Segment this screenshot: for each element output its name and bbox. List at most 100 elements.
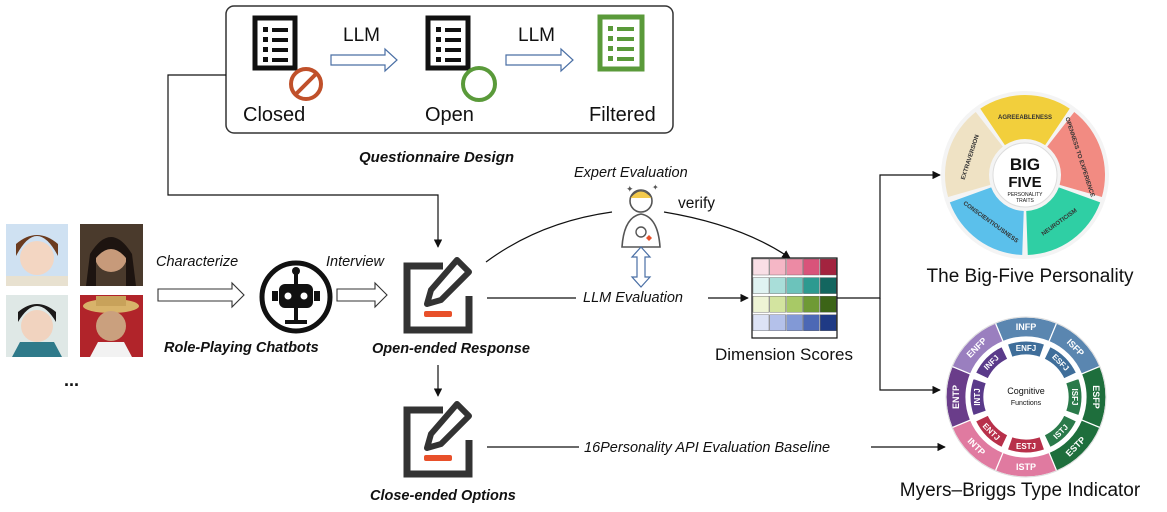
dimension-score-matrix [751, 257, 838, 339]
llm-arrow-2 [505, 47, 574, 73]
bigfive-center-title-2: FIVE [1008, 174, 1041, 191]
mbti-outer-type: ENTP [951, 385, 961, 409]
matrix-cell [820, 258, 837, 276]
characterize-arrow [157, 281, 245, 309]
llm-arrow-1-label: LLM [343, 25, 380, 46]
bigfive-center-sub-2: TRAITS [1016, 198, 1034, 204]
close-options-edit-icon [403, 401, 473, 478]
open-response-caption: Open-ended Response [372, 341, 530, 357]
llm-arrow-1 [330, 47, 398, 73]
svg-text:✦: ✦ [652, 183, 659, 192]
matrix-cell [752, 314, 770, 331]
verify-label: verify [678, 195, 715, 212]
bigfive-segment [1026, 187, 1101, 255]
closed-label: Closed [243, 104, 305, 126]
bigfive-trait-label: AGREEABLENESS [998, 115, 1052, 121]
mbti-inner-band [1006, 340, 1046, 359]
mbti-inner-type: ENFJ [1016, 344, 1036, 353]
matrix-cell [820, 295, 837, 313]
mbti-inner-type: ISFJ [1070, 389, 1079, 406]
to-mbti-connector [879, 298, 941, 395]
matrix-cell [786, 295, 803, 313]
characterize-label: Characterize [156, 254, 238, 270]
open-response-edit-icon [403, 257, 473, 334]
questionnaire-caption: Questionnaire Design [359, 149, 514, 166]
expert-curve-in [485, 211, 613, 263]
matrix-cell [786, 314, 803, 331]
matrix-cell [752, 295, 770, 313]
matrix-cell [769, 295, 786, 313]
dimension-label: Dimension Scores [715, 345, 853, 364]
character-portrait-3 [6, 295, 68, 357]
interview-label: Interview [326, 254, 386, 270]
mbti-ring-outline [945, 316, 1107, 478]
character-portrait-2 [80, 224, 143, 286]
matrix-cell [769, 314, 786, 331]
mbti-inner-band [969, 377, 988, 417]
filtered-questionnaire-icon [597, 14, 645, 72]
matrix-cell [803, 314, 820, 331]
character-portrait-4 [80, 295, 143, 357]
baseline-label-bg [579, 437, 871, 455]
matrix-cell [820, 314, 837, 331]
character-portrait-1 [6, 224, 68, 286]
matrix-cell [803, 277, 820, 294]
chatbots-caption: Role-Playing Chatbots [164, 340, 319, 356]
bigfive-center-sub-1: PERSONALITY [1007, 192, 1043, 198]
questionnaire-box [225, 5, 674, 134]
mbti-inner-band [974, 414, 1009, 449]
closed-questionnaire-icon [252, 15, 323, 101]
mbti-center [989, 360, 1063, 434]
more-characters-ellipsis: ... [64, 370, 79, 390]
matrix-cell [769, 277, 786, 294]
chatbot-robot-icon [259, 260, 333, 334]
mbti-inner-type: ESTJ [1016, 442, 1036, 451]
expert-curve-out [663, 211, 791, 259]
verify-double-arrow [630, 246, 652, 288]
baseline-label: 16Personality API Evaluation Baseline [584, 440, 830, 456]
bigfive-segment [980, 95, 1070, 146]
bigfive-segment [1047, 111, 1105, 198]
mbti-inner-band [1006, 435, 1046, 454]
mbti-center-1: Cognitive [1007, 386, 1045, 396]
interview-arrow [336, 281, 388, 309]
questionnaire-connector [167, 74, 443, 248]
matrix-cell [752, 258, 770, 276]
mbti-outer-type: ISTP [1016, 462, 1036, 472]
filtered-label: Filtered [589, 104, 656, 126]
mbti-inner-type: INTJ [973, 388, 982, 405]
matrix-cell [803, 295, 820, 313]
close-options-caption: Close-ended Options [370, 488, 516, 504]
expert-person-icon: ✦ ✦ [621, 183, 661, 248]
expert-label: Expert Evaluation [574, 165, 688, 181]
mbti-inner-band [1064, 377, 1083, 417]
matrix-cell [820, 277, 837, 294]
bigfive-caption: The Big-Five Personality [927, 266, 1134, 287]
llm-arrow-2-label: LLM [518, 25, 555, 46]
matrix-cell [803, 258, 820, 276]
mbti-outer-type: ESFP [1091, 385, 1101, 409]
matrix-cell [769, 258, 786, 276]
bigfive-center [992, 142, 1058, 208]
mbti-caption: Myers–Briggs Type Indicator [900, 480, 1141, 501]
mbti-center-2: Functions [1011, 400, 1042, 407]
mbti-inner-band [1043, 345, 1078, 380]
llm-eval-label-bg [576, 288, 708, 306]
svg-text:✦: ✦ [626, 184, 634, 194]
mbti-inner-band [1043, 414, 1078, 449]
mbti-inner-band [974, 345, 1009, 380]
matrix-cell [786, 258, 803, 276]
to-bigfive-connector [837, 170, 941, 299]
bigfive-segment [949, 187, 1024, 255]
matrix-cell [752, 277, 770, 294]
mbti-outer-type: INFP [1016, 322, 1037, 332]
bigfive-center-title-1: BIG [1010, 155, 1040, 174]
matrix-cell [786, 277, 803, 294]
open-questionnaire-icon [425, 15, 497, 102]
bigfive-segment [944, 111, 1003, 198]
llm-eval-label: LLM Evaluation [583, 290, 683, 306]
open-label: Open [425, 104, 474, 126]
